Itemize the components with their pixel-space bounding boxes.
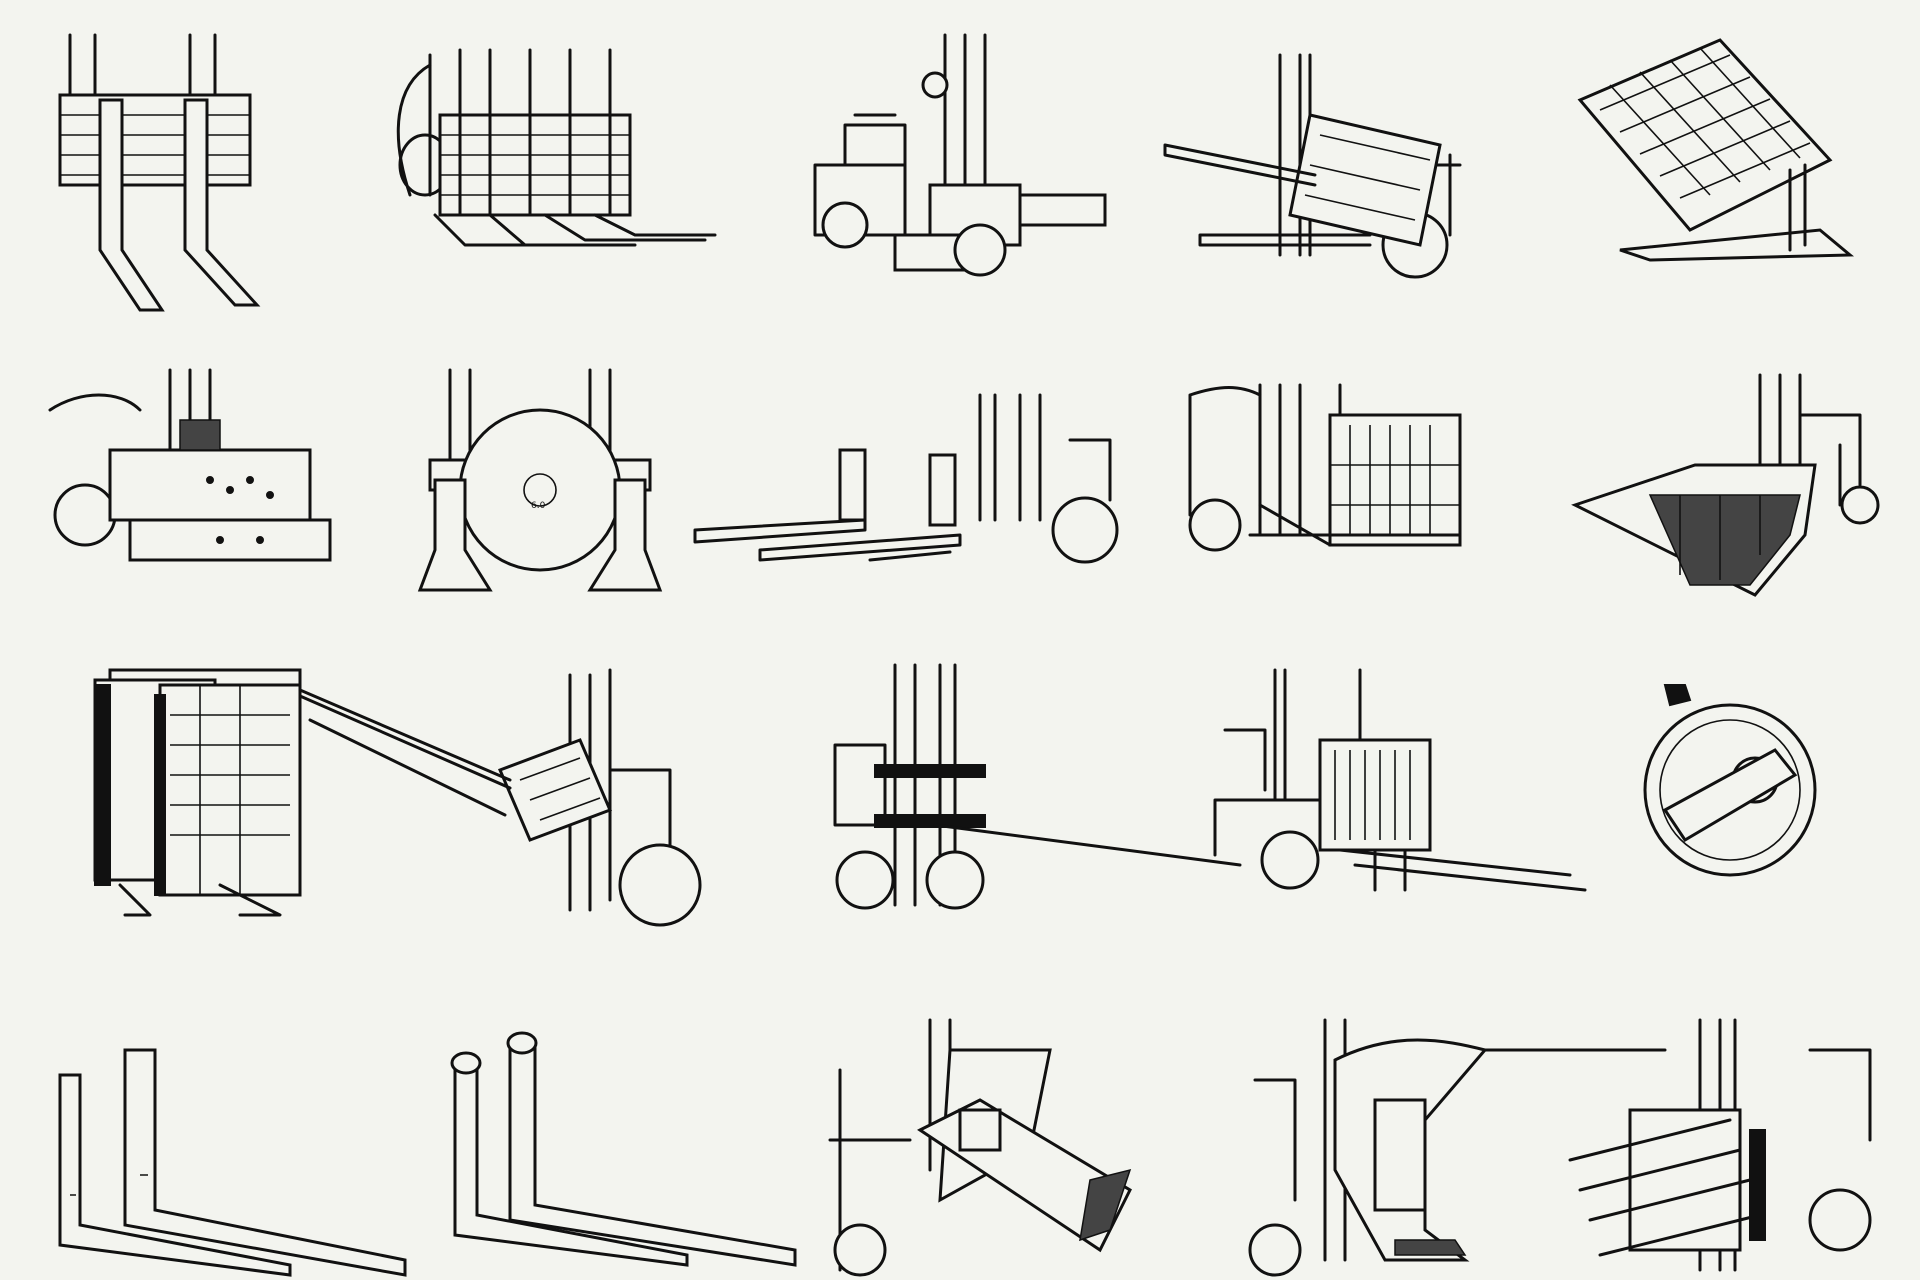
rotating-clamp-attachment — [813, 33, 1107, 277]
roll-clamp-front-attachment — [1248, 1018, 1667, 1277]
bale-clamp-attachment — [1568, 1018, 1872, 1272]
long-fork-tilted-attachment — [298, 668, 702, 927]
carton-tilting-attachment — [1577, 38, 1855, 262]
carpet-pole-attachment — [833, 663, 1242, 910]
rotator-attachment: 6.0 — [417, 368, 663, 592]
cage-clamp-attachment — [1188, 383, 1462, 552]
bucket-tipping-attachment — [1571, 373, 1880, 597]
roll-clamp-side-attachment — [1643, 684, 1817, 877]
drum-marking: 6.0 — [531, 501, 546, 511]
standard-forks — [58, 1048, 407, 1277]
paper-roll-clamp-attachment — [828, 1018, 1132, 1277]
load-push-pull-attachment — [1213, 668, 1587, 892]
fork-positioner-clamp-attachment — [48, 368, 332, 562]
sideshifter-fork-attachment — [58, 33, 261, 312]
wide-fork-positioner-attachment — [693, 393, 1119, 564]
push-pull-attachment — [1163, 53, 1462, 279]
layer-picker-attachment — [93, 668, 302, 917]
hook-type-forks — [450, 1031, 797, 1267]
multi-pallet-fork-attachment — [396, 48, 717, 247]
